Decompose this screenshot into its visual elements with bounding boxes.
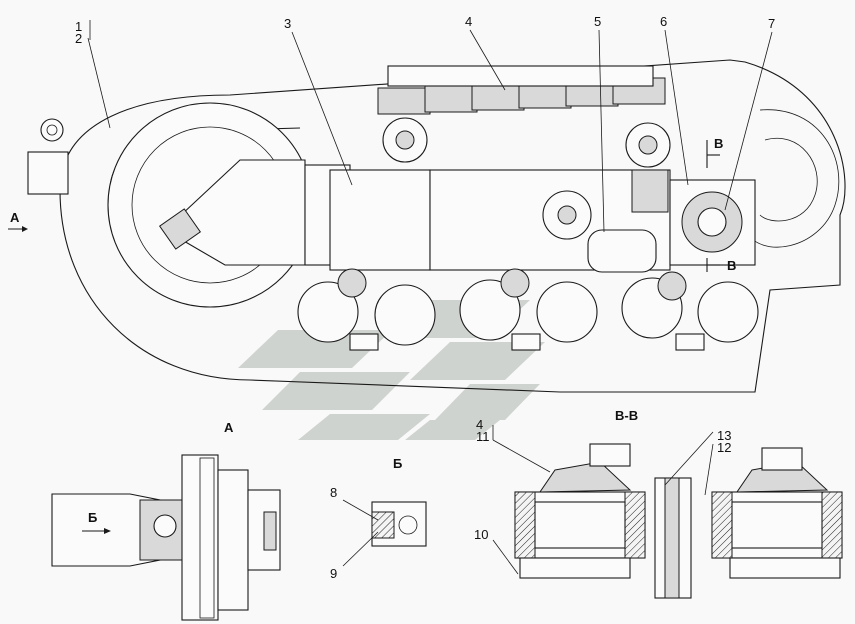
rear-hub-center [697,207,727,237]
clamp-section [371,511,395,539]
callout-2: 2 [75,31,82,46]
callout-9: 9 [330,566,337,581]
main-view: B B A 1 2 3 4 5 6 7 [8,14,846,393]
sprocket-outline [744,109,840,248]
view-b-arrow-label: Б [88,510,97,525]
roller-hub [337,268,367,298]
bracket-eye [40,118,64,142]
callout-7: 7 [768,16,775,31]
leader-6 [664,29,689,186]
callout-1: 1 [75,19,82,34]
frame-hub-center [557,205,577,225]
track-rollers [297,268,759,351]
roller-hub [500,268,530,298]
section-label-top: B [714,136,723,151]
leader-9 [342,531,379,567]
watermark-stripe-2 [262,372,410,410]
roller-hub [657,271,687,301]
sprocket-inner [759,137,818,222]
callout-4b: 4 [476,417,483,432]
roller-section-right-cap [761,447,803,471]
roller-section-left-base [519,557,631,579]
track-outline [59,59,846,393]
roller-clamp [675,333,705,351]
roller-clamp [349,333,379,351]
frame-section [329,169,431,271]
support-box [631,169,669,213]
track-shoe [424,85,478,113]
view-a-title: A [224,420,234,435]
callout-6: 6 [660,14,667,29]
leader-13 [664,431,714,486]
leader-12 [704,443,714,496]
callout-12: 12 [717,440,731,455]
track-shoe [471,83,525,111]
roller-section-right-flange [821,491,843,559]
detail-view-b: Б 8 9 [330,456,427,581]
idler-wheel-side [217,469,249,611]
roller-section-left-housing [539,461,632,493]
watermark-stripe-7 [405,420,500,440]
roller-section-right-base [729,557,841,579]
roller-section-left-flange [514,491,536,559]
track-roller [459,279,521,341]
section-label-bottom: B [727,258,736,273]
callout-10: 10 [474,527,488,542]
section-center-plate-core [664,477,680,599]
callout-5: 5 [594,14,601,29]
leader-7 [724,31,773,211]
roller-section-left-cap [589,443,631,467]
track-shoe [377,87,431,115]
view-a-label: A [10,210,20,225]
leader-5 [598,29,605,233]
track-roller [697,281,759,343]
callout-4: 4 [465,14,472,29]
idler-bolt-block [158,208,202,250]
section-view-bb: B-B 4 11 13 12 10 [474,408,843,599]
frame-cover [587,229,657,273]
detail-view-a: A Б [51,420,281,621]
callout-8: 8 [330,485,337,500]
track-roller [536,281,598,343]
callout-13: 13 [717,428,731,443]
yoke-pin [153,514,177,538]
view-b-title: Б [393,456,402,471]
idler-wheel-rim [199,457,215,619]
track-roller [297,281,359,343]
clamp-bore [398,515,418,535]
idler-axle-bolt [263,511,277,551]
front-bracket [27,151,69,195]
leader-10 [492,539,519,575]
carrier-roller-center [395,130,415,150]
bracket-eye-hole [46,124,58,136]
leader-1-2 [87,37,111,129]
leader-4 [469,29,506,91]
top-track-shoes [377,65,666,115]
roller-section-right-core [731,501,823,549]
track-chain-top [387,65,654,87]
roller-clamp [511,333,541,351]
section-bb-title: B-B [615,408,638,423]
view-b-arrowhead [104,528,111,534]
watermark-stripe-6 [435,384,540,420]
leader-3 [291,31,353,186]
roller-section-left-core [534,501,626,549]
roller-section-right-flange [711,491,733,559]
callout-3: 3 [284,16,291,31]
watermark-stripe-3 [298,414,430,440]
track-roller [374,284,436,346]
view-a-arrowhead [22,226,28,232]
callout-11: 11 [476,429,490,444]
roller-section-left-flange [624,491,646,559]
watermark-stripe-5 [410,342,545,380]
carrier-roller-center [638,135,658,155]
leader-4-11 [492,439,551,473]
leader-8 [342,499,379,521]
